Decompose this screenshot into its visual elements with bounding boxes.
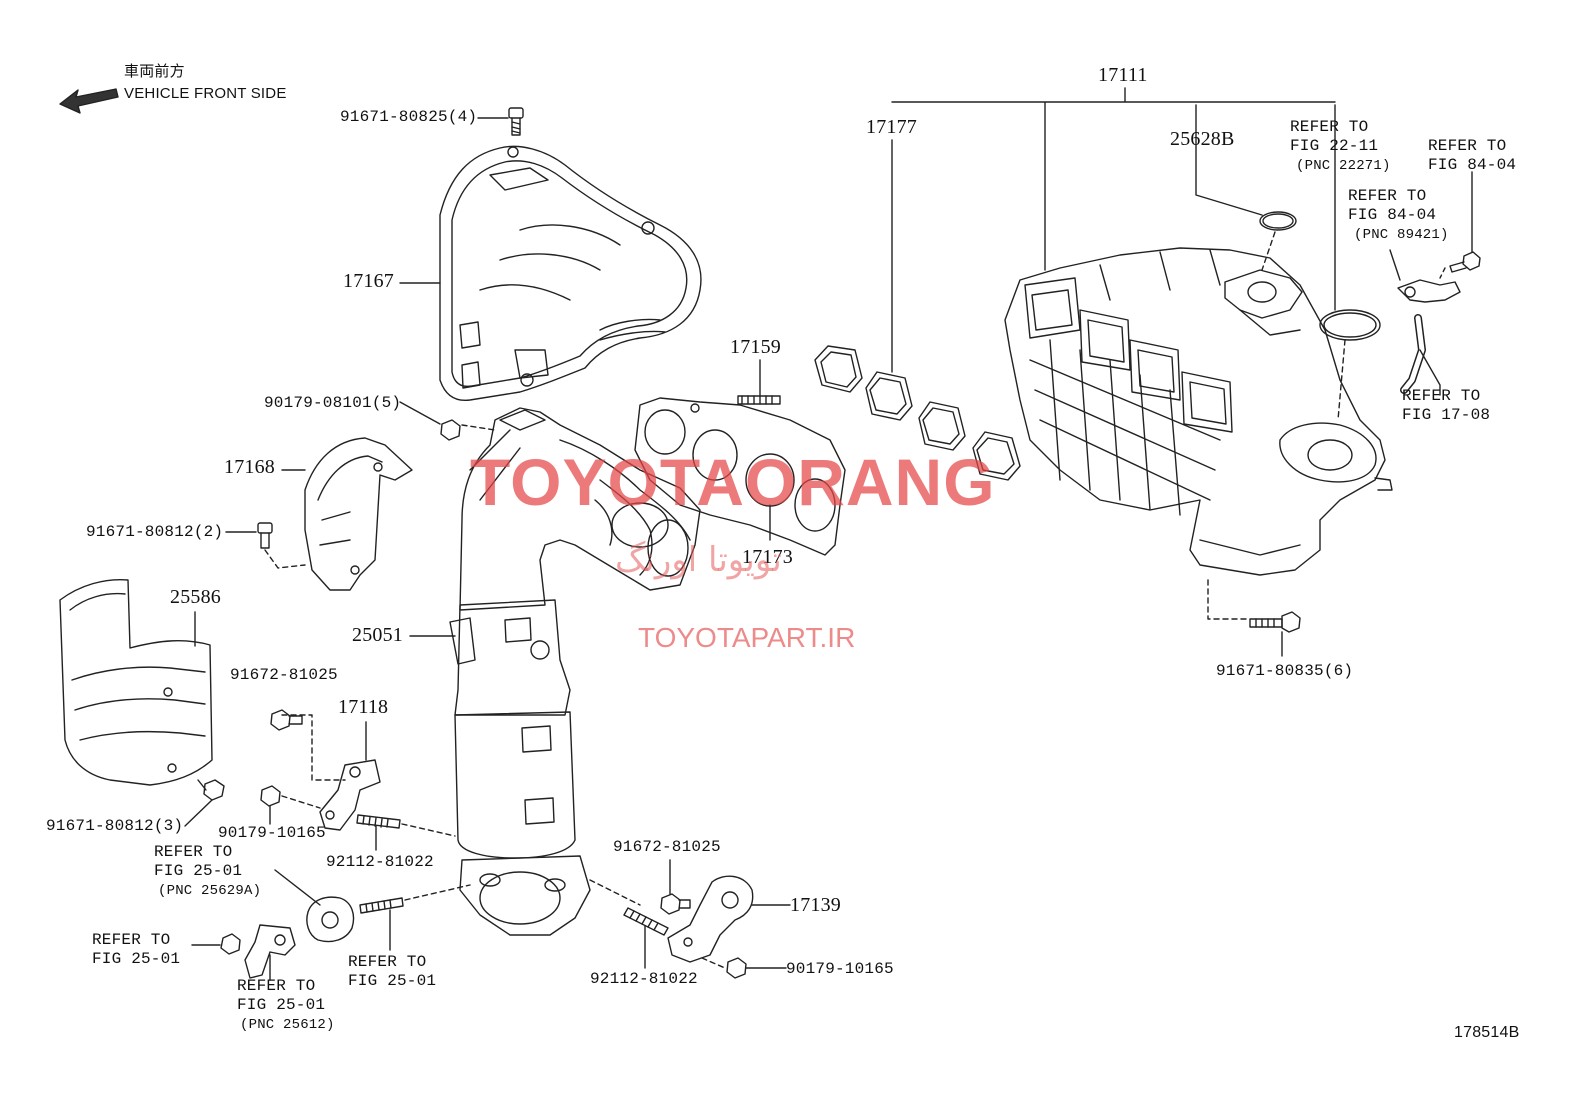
refer-84-04-b-l1[interactable]: REFER TO: [1348, 187, 1427, 205]
japanese-front-label: 車両前方: [124, 63, 185, 80]
bracket-17139: [590, 876, 790, 968]
bolt-label-11[interactable]: 91671-80835(6): [1216, 662, 1354, 680]
intake-manifold-17111: [1005, 248, 1392, 575]
part-17173[interactable]: 17173: [742, 546, 793, 568]
refer-25-01-c-l1[interactable]: REFER TO: [237, 977, 316, 995]
refer-22-11-l1[interactable]: REFER TO: [1290, 118, 1369, 136]
refer-25-01-d-l2[interactable]: FIG 25-01: [348, 972, 437, 990]
part-17118[interactable]: 17118: [338, 696, 389, 718]
bolt-label-7[interactable]: 92112-81022: [326, 853, 434, 871]
refer-25-01-a-l2[interactable]: FIG 25-01: [154, 862, 243, 880]
leader-dashed-2: [462, 425, 495, 430]
refer-84-04-b-l3: (PNC 89421): [1354, 227, 1449, 243]
bolt-label-3[interactable]: 91671-80812(2): [86, 523, 224, 541]
bolt-91672-81025-left: [271, 710, 302, 730]
part-17139[interactable]: 17139: [790, 894, 841, 916]
stud-92112-81022-left: [357, 815, 455, 850]
nut-90179-08101: [400, 402, 460, 440]
watermark-arabic: تویوتا اورنگ: [615, 540, 782, 580]
nut-90179-10165-left: [261, 786, 320, 824]
refer-25-01-a-l3: (PNC 25629A): [158, 883, 262, 899]
part-25586[interactable]: 25586: [170, 586, 221, 608]
bracket-25612: [192, 925, 295, 980]
watermark-brand: TOYOTAORANG: [470, 445, 996, 519]
sensor-89421: [1390, 250, 1460, 395]
bracket-17118: [282, 715, 380, 830]
part-17168[interactable]: 17168: [224, 456, 275, 478]
o-ring-22271: [1320, 105, 1380, 420]
refer-17-08-l2[interactable]: FIG 17-08: [1402, 406, 1491, 424]
o-ring-25628B: [1196, 105, 1296, 270]
heat-insulator-25586: [60, 580, 212, 785]
gasket-17173: [635, 398, 845, 555]
bolt-label-9[interactable]: 92112-81022: [590, 970, 698, 988]
heat-insulator-17168: [282, 438, 412, 590]
stud-92112-81022-right: [624, 908, 668, 968]
bolt-label-4[interactable]: 91672-81025: [230, 666, 338, 684]
part-17159[interactable]: 17159: [730, 336, 781, 358]
refer-25-01-a-l1[interactable]: REFER TO: [154, 843, 233, 861]
gasket-25629A: [275, 870, 354, 942]
refer-25-01-b-l1[interactable]: REFER TO: [92, 931, 171, 949]
bolt-label-1[interactable]: 91671-80825(4): [340, 108, 478, 126]
nut-90179-10165-right: [727, 958, 786, 978]
leader-17111: [892, 88, 1335, 270]
bolt-label-6[interactable]: 90179-10165: [218, 824, 326, 842]
stud-lower-left: [360, 885, 470, 950]
refer-25-01-c-l3: (PNC 25612): [240, 1017, 335, 1033]
bolt-91671-80812-2: [226, 523, 305, 568]
part-17111[interactable]: 17111: [1098, 64, 1148, 86]
bolt-label-8[interactable]: 91672-81025: [613, 838, 721, 856]
exhaust-manifold-25051: [450, 408, 700, 935]
part-25051[interactable]: 25051: [352, 624, 403, 646]
bolt-label-10[interactable]: 90179-10165: [786, 960, 894, 978]
figure-id: 178514B: [1454, 1024, 1520, 1041]
stud-17159: [738, 360, 780, 404]
refer-25-01-d-l1[interactable]: REFER TO: [348, 953, 427, 971]
vehicle-front-arrow-icon: [60, 89, 118, 113]
bolt-label-2[interactable]: 90179-08101(5): [264, 394, 402, 412]
refer-22-11-l3: (PNC 22271): [1296, 158, 1391, 174]
bolt-91671-80825: [478, 108, 523, 135]
refer-25-01-b-l2[interactable]: FIG 25-01: [92, 950, 181, 968]
refer-84-04-b-l2[interactable]: FIG 84-04: [1348, 206, 1437, 224]
bolt-91672-81025-right: [661, 860, 690, 914]
refer-84-04-a-l2[interactable]: FIG 84-04: [1428, 156, 1517, 174]
watermark-site: TOYOTAPART.IR: [638, 622, 856, 653]
gasket-17177: [815, 140, 1020, 480]
refer-17-08-l1[interactable]: REFER TO: [1402, 387, 1481, 405]
part-17177[interactable]: 17177: [866, 116, 917, 138]
bolt-label-5[interactable]: 91671-80812(3): [46, 817, 184, 835]
bolt-91671-80812-3: [185, 780, 224, 826]
heat-insulator-17167: [440, 146, 701, 400]
part-17167[interactable]: 17167: [343, 270, 394, 292]
vehicle-front-label: VEHICLE FRONT SIDE: [124, 85, 287, 102]
refer-25-01-c-l2[interactable]: FIG 25-01: [237, 996, 326, 1014]
refer-84-04-a-l1[interactable]: REFER TO: [1428, 137, 1507, 155]
bolt-91671-80835: [1208, 580, 1300, 656]
refer-22-11-l2[interactable]: FIG 22-11: [1290, 137, 1379, 155]
part-25628B[interactable]: 25628B: [1170, 128, 1235, 150]
bolt-refer-84-04: [1440, 172, 1480, 278]
